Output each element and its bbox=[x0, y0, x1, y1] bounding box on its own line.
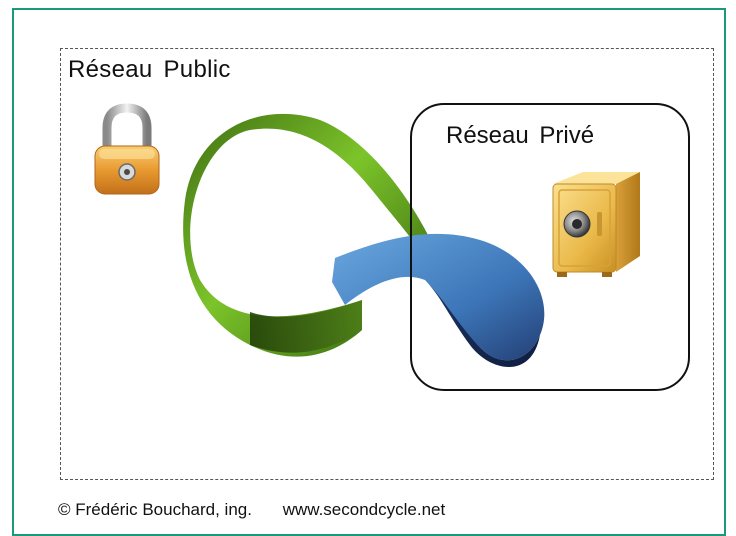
website-text: www.secondcycle.net bbox=[282, 500, 446, 519]
safe-icon bbox=[552, 172, 640, 277]
public-network-label: Réseau Public bbox=[68, 56, 231, 83]
copyright-text: © Frédéric Bouchard, ing. bbox=[58, 500, 252, 519]
private-network-zone bbox=[410, 103, 690, 391]
footer-credit: © Frédéric Bouchard, ing. www.secondcycl… bbox=[58, 500, 445, 520]
padlock-icon bbox=[94, 103, 160, 195]
public-network-zone bbox=[60, 48, 714, 480]
infinity-ribbon-icon bbox=[183, 113, 545, 368]
private-network-label: Réseau Privé bbox=[446, 122, 595, 149]
